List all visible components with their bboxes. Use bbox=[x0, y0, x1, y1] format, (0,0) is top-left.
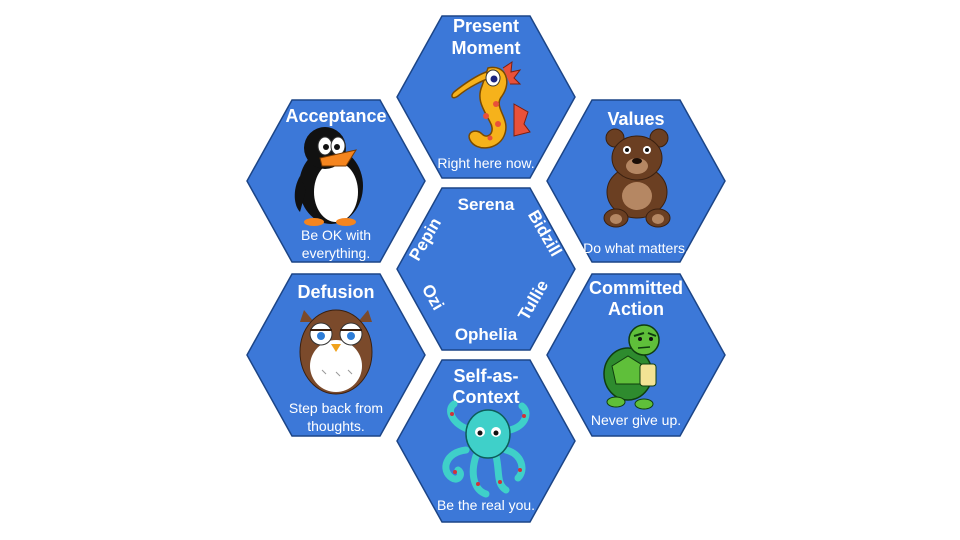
hex-defusion: Defusion Step back from thoughts. bbox=[246, 273, 426, 437]
present-moment-title-line2: Moment bbox=[452, 38, 521, 58]
present-moment-title-line1: Present bbox=[453, 16, 519, 36]
turtle-icon bbox=[603, 324, 660, 410]
acceptance-caption-line2: everything. bbox=[302, 245, 370, 261]
acceptance-title: Acceptance bbox=[285, 106, 386, 126]
hex-acceptance: Acceptance Be OK with everything. bbox=[246, 99, 426, 263]
hex-present-moment: Present Moment Right here now. bbox=[396, 15, 576, 179]
hex-center: Serena Bidzill Tullie Ophelia Ozi Pepin bbox=[396, 187, 576, 351]
hex-self-as-context: Self-as- Context Be the real you. bbox=[396, 359, 576, 523]
octopus-icon bbox=[442, 400, 530, 498]
owl-icon bbox=[299, 309, 373, 395]
bear-icon bbox=[603, 128, 671, 228]
self-as-context-title-line2: Context bbox=[453, 387, 520, 407]
committed-action-caption: Never give up. bbox=[591, 412, 681, 428]
defusion-caption-line1: Step back from bbox=[289, 400, 383, 416]
values-title: Values bbox=[607, 109, 664, 129]
present-moment-caption: Right here now. bbox=[437, 155, 534, 171]
committed-action-title-line2: Action bbox=[608, 299, 664, 319]
self-as-context-title-line1: Self-as- bbox=[453, 366, 518, 386]
hex-values: Values Do what matters. bbox=[546, 99, 726, 263]
hex-committed-action: Committed Action Never give up. bbox=[546, 273, 726, 437]
values-caption: Do what matters. bbox=[583, 240, 689, 256]
acceptance-caption-line1: Be OK with bbox=[301, 227, 371, 243]
defusion-caption-line2: thoughts. bbox=[307, 418, 365, 434]
center-name-ophelia: Ophelia bbox=[455, 325, 518, 344]
seahorse-icon bbox=[451, 60, 531, 149]
defusion-title: Defusion bbox=[297, 282, 374, 302]
center-name-serena: Serena bbox=[458, 195, 515, 214]
committed-action-title-line1: Committed bbox=[589, 278, 683, 298]
penguin-icon bbox=[294, 127, 363, 226]
self-as-context-caption: Be the real you. bbox=[437, 497, 535, 513]
